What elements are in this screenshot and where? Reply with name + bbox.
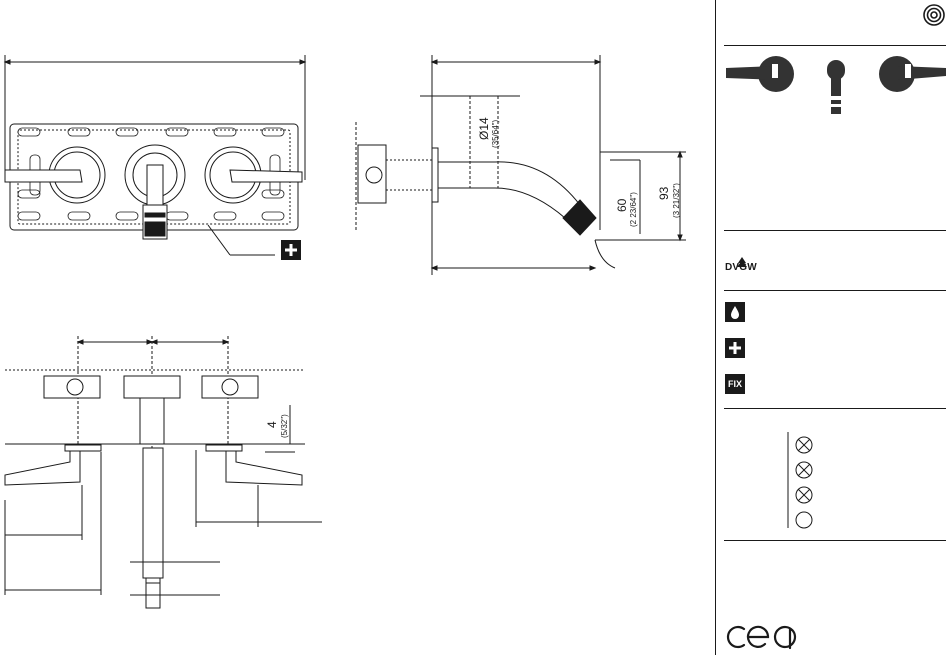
plus-icon	[725, 338, 745, 358]
front-view	[5, 55, 305, 255]
dim-diameter: Ø14	[477, 117, 491, 140]
sidebar: DVGW FIX cea	[715, 0, 950, 655]
divider	[724, 45, 946, 46]
dim-height-93-inch: (3 21/32")	[672, 183, 681, 218]
compatibility-symbols	[784, 430, 824, 530]
divider	[724, 290, 946, 291]
divider	[724, 230, 946, 231]
dim-height-60-inch: (2 23/64")	[629, 192, 638, 227]
flow-regulator-icon	[923, 4, 945, 26]
dim-depth-inch: (5/32")	[280, 414, 289, 438]
divider	[724, 540, 946, 541]
fix-icon: FIX	[725, 374, 745, 394]
dim-height-60: 60	[615, 198, 629, 212]
cea-logo: cea	[724, 620, 804, 650]
plus-badge	[281, 240, 301, 260]
dim-depth: 4	[265, 421, 279, 428]
divider	[724, 408, 946, 409]
water-drop-icon	[725, 302, 745, 322]
product-thumbnail	[724, 52, 949, 122]
dim-height-93: 93	[657, 186, 671, 200]
plan-view	[5, 336, 322, 608]
side-view	[356, 55, 686, 275]
brand-label: cea	[724, 620, 726, 621]
dim-diameter-inch: (35/64")	[491, 119, 500, 148]
technical-drawing: Ø14 (35/64") 60 (2 23/64") 93 (3 21/32")…	[0, 0, 715, 655]
certification-label: DVGW	[725, 262, 757, 273]
